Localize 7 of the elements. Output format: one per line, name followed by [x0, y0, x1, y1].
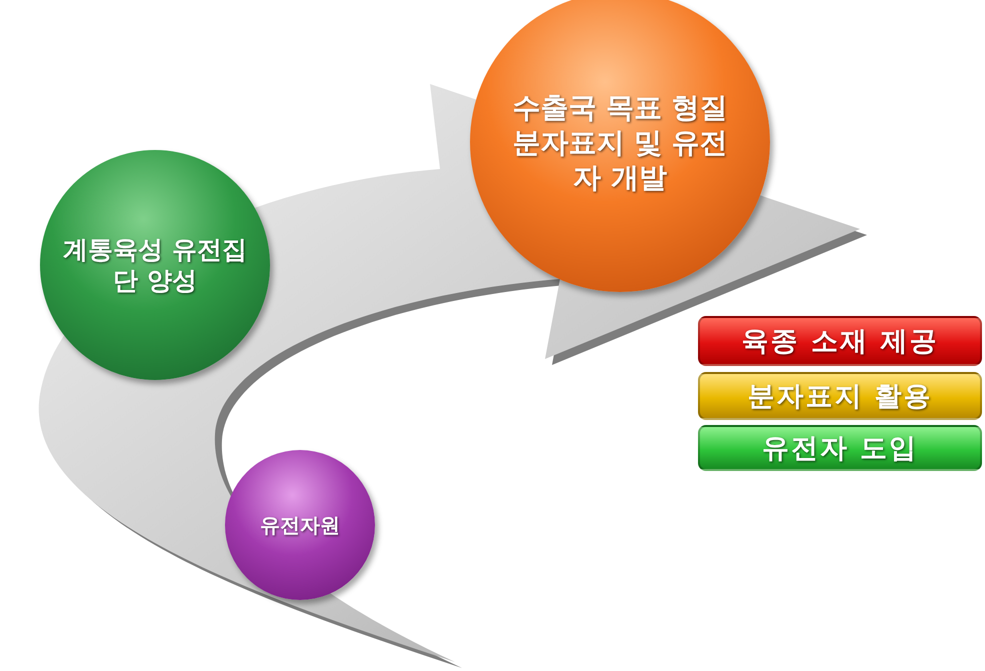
- category-tag: 분자표지 활용: [698, 372, 982, 420]
- node-label: 유전자원: [260, 512, 340, 538]
- category-tag: 유전자 도입: [698, 425, 982, 471]
- node-label: 계통육성 유전집단 양성: [63, 234, 247, 296]
- category-tag: 육종 소재 제공: [698, 316, 982, 366]
- node-label: 수출국 목표 형질 분자표지 및 유전자 개발: [511, 90, 729, 194]
- circle-node: [225, 450, 375, 600]
